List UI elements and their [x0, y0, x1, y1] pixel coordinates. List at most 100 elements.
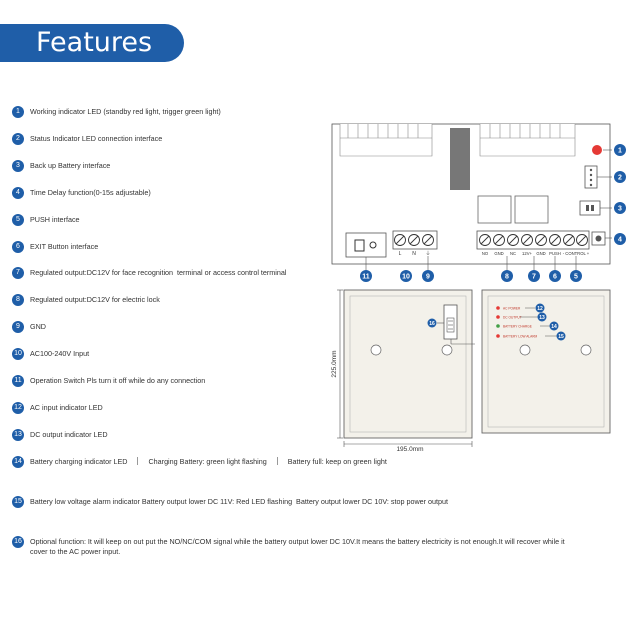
feature-item-11: 11 Operation Switch Pls turn it off while…	[12, 375, 206, 387]
heatsink-left	[339, 124, 433, 157]
feature-item-14: 14 Battery charging indicator LED Charging…	[12, 456, 387, 468]
feature-text: Regulated output:DC12V for face recognit…	[30, 268, 287, 277]
feature-number: 6	[12, 241, 24, 253]
feature-number: 14	[12, 456, 24, 468]
feature-item-16: 16 Optional function: It will keep on out…	[12, 536, 575, 557]
feature-text: Battery charging indicator LED	[30, 457, 128, 466]
relay-left	[477, 195, 512, 224]
feature-text: Status Indicator LED connection interfac…	[30, 134, 163, 143]
callout-3: 3	[618, 206, 622, 213]
ac-terminal-block	[392, 230, 438, 250]
feature-number: 5	[12, 214, 24, 226]
separator	[137, 457, 139, 465]
feature-text: AC100-240V Input	[30, 349, 90, 358]
power-switch	[345, 232, 387, 258]
terminal-label-gnd: GND	[494, 251, 503, 256]
terminal-label-ground: ⏚	[425, 250, 430, 257]
feature-number: 12	[12, 402, 24, 414]
terminal-label-no: NO	[482, 251, 489, 256]
feature-item-8: 8 Regulated output:DC12V for electric loc…	[12, 294, 160, 306]
led-label-ac: AC POWER	[503, 307, 521, 311]
battery-low-led-icon	[496, 334, 500, 338]
output-terminal-block	[476, 230, 590, 250]
callout-2: 2	[618, 175, 622, 182]
feature-number: 9	[12, 321, 24, 333]
width-dimension: 195.0mm	[396, 446, 423, 453]
feature-number: 13	[12, 429, 24, 441]
mount-hole	[370, 344, 382, 356]
feature-item-1: 1 Working indicator LED (standby red ligh…	[12, 106, 221, 118]
feature-text-charging: Charging Battery: green light flashing	[148, 457, 267, 466]
mount-hole	[580, 344, 592, 356]
callout-14: 14	[551, 324, 557, 330]
feature-number: 10	[12, 348, 24, 360]
feature-number: 2	[12, 133, 24, 145]
relay-right	[514, 195, 549, 224]
feature-text: Working indicator LED (standby red light…	[30, 107, 221, 116]
feature-item-7: 7 Regulated output:DC12V for face recogni…	[12, 267, 287, 279]
height-dimension: 225.0mm	[331, 350, 338, 377]
led-label-charge: BATTERY CHARGE	[503, 325, 532, 329]
battery-connector	[579, 200, 601, 216]
relay-module	[443, 304, 458, 340]
feature-text: DC output indicator LED	[30, 430, 108, 439]
feature-text: Time Delay function(0-15s adjustable)	[30, 188, 151, 197]
callout-1: 1	[618, 148, 622, 155]
feature-number: 8	[12, 294, 24, 306]
feature-item-2: 2 Status Indicator LED connection interfa…	[12, 133, 163, 145]
callout-4: 4	[618, 237, 622, 244]
feature-text: Back up Battery interface	[30, 161, 111, 170]
feature-number: 3	[12, 160, 24, 172]
terminal-label-n: N	[412, 251, 416, 257]
dc-output-led-icon	[496, 315, 500, 319]
separator	[276, 457, 278, 465]
feature-text: Regulated output:DC12V for electric lock	[30, 295, 160, 304]
feature-number: 16	[12, 536, 24, 548]
callout-8: 8	[505, 274, 509, 281]
callout-11: 11	[362, 274, 370, 281]
feature-text: Optional function: It will keep on out p…	[30, 537, 565, 556]
feature-number: 11	[12, 375, 24, 387]
led-label-dc: DC OUTPUT	[503, 316, 522, 320]
feature-number: 7	[12, 267, 24, 279]
feature-text: EXIT Button interface	[30, 242, 99, 251]
feature-text: Operation Switch Pls turn it off while d…	[30, 376, 206, 385]
feature-item-5: 5 PUSH interface	[12, 214, 80, 226]
terminal-label-l: L	[399, 251, 402, 257]
callout-13: 13	[539, 315, 545, 321]
delay-adjust-knob	[591, 231, 606, 246]
transformer	[450, 128, 470, 190]
callout-15: 15	[558, 334, 564, 340]
feature-text: PUSH interface	[30, 215, 80, 224]
led-label-low: BATTERY LOW ALARM	[503, 335, 538, 339]
ac-power-led-icon	[496, 306, 500, 310]
led-connector	[584, 165, 598, 189]
feature-text-full: Battery full: keep on green light	[287, 457, 387, 466]
callout-5: 5	[574, 274, 578, 281]
feature-item-10: 10 AC100-240V Input	[12, 348, 90, 360]
enclosure-side-view	[343, 289, 473, 439]
dimension-lines	[337, 289, 473, 447]
feature-number: 1	[12, 106, 24, 118]
callout-9: 9	[426, 274, 430, 281]
enclosure-front-view	[481, 289, 611, 434]
terminal-label-push: PUSH	[549, 251, 561, 256]
page-title: Features	[0, 24, 184, 62]
feature-item-6: 6 EXIT Button interface	[12, 241, 99, 253]
terminal-label-12v: 12V+	[522, 251, 532, 256]
mount-hole	[519, 344, 531, 356]
feature-text: Battery low voltage alarm indicator Batt…	[30, 497, 449, 506]
feature-number: 15	[12, 496, 24, 508]
working-led-icon	[592, 145, 602, 155]
terminal-label-control: - CONTROL +	[563, 251, 590, 256]
feature-item-15: 15 Battery low voltage alarm indicator Ba…	[12, 496, 449, 508]
callout-12: 12	[537, 306, 543, 312]
control-board	[331, 123, 611, 265]
feature-item-13: 13 DC output indicator LED	[12, 429, 108, 441]
terminal-label-gnd2: GND	[536, 251, 545, 256]
callout-7: 7	[532, 274, 536, 281]
mount-hole	[441, 344, 453, 356]
